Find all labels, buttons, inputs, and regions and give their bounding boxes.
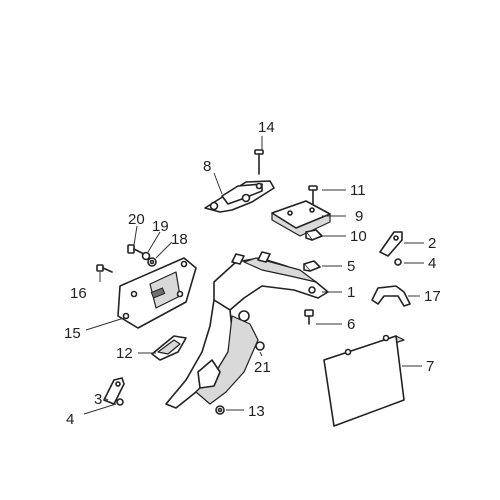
callout-4-left: 4 <box>66 411 74 428</box>
callout-20: 20 <box>128 211 145 228</box>
part-8-bracket <box>204 180 275 213</box>
part-14-bolt <box>254 149 264 175</box>
callout-10: 10 <box>350 228 367 245</box>
callout-6: 6 <box>347 316 355 333</box>
callout-15: 15 <box>64 325 81 342</box>
callout-5: 5 <box>347 258 355 275</box>
part-3-loop-clip <box>103 377 125 405</box>
callout-labels: 14 8 11 9 10 20 19 18 2 4 5 1 16 17 6 15… <box>64 119 441 428</box>
callout-8: 8 <box>203 158 211 175</box>
callout-18: 18 <box>171 231 188 248</box>
part-mudguard <box>165 299 259 409</box>
part-17-clamp <box>371 285 411 307</box>
callout-19: 19 <box>152 218 169 235</box>
part-11-screw <box>308 185 318 205</box>
callout-3: 3 <box>94 391 102 408</box>
callout-16: 16 <box>70 285 87 302</box>
callout-9: 9 <box>355 208 363 225</box>
callout-7: 7 <box>426 358 434 375</box>
part-18-nut <box>147 257 157 267</box>
leader-lines <box>83 136 424 415</box>
part-12-reflector <box>151 335 187 361</box>
part-21-nut <box>255 341 265 351</box>
callout-4-right: 4 <box>428 255 436 272</box>
part-20-bolt <box>127 244 145 255</box>
callout-12: 12 <box>116 345 133 362</box>
callout-13: 13 <box>248 403 265 420</box>
callout-14: 14 <box>258 119 275 136</box>
callout-1: 1 <box>347 284 355 301</box>
callout-17: 17 <box>424 288 441 305</box>
part-13-washer <box>215 405 225 415</box>
part-9-plate <box>271 200 331 237</box>
part-2-loop-clip <box>379 231 403 257</box>
part-4-washer-right <box>394 258 402 266</box>
callout-2: 2 <box>428 235 436 252</box>
part-5-clip-nut <box>303 260 321 272</box>
callout-21: 21 <box>254 359 271 376</box>
part-16-screw <box>96 264 113 273</box>
part-6-bolt <box>304 309 314 325</box>
part-4-washer-left <box>116 398 124 406</box>
part-15-plate-bracket <box>117 257 197 329</box>
part-7-mud-flap <box>323 334 405 427</box>
part-10-clip-nut <box>305 229 323 241</box>
part-19-washer <box>141 251 151 261</box>
part-1-rear-frame <box>213 251 329 322</box>
callout-11: 11 <box>350 182 366 199</box>
